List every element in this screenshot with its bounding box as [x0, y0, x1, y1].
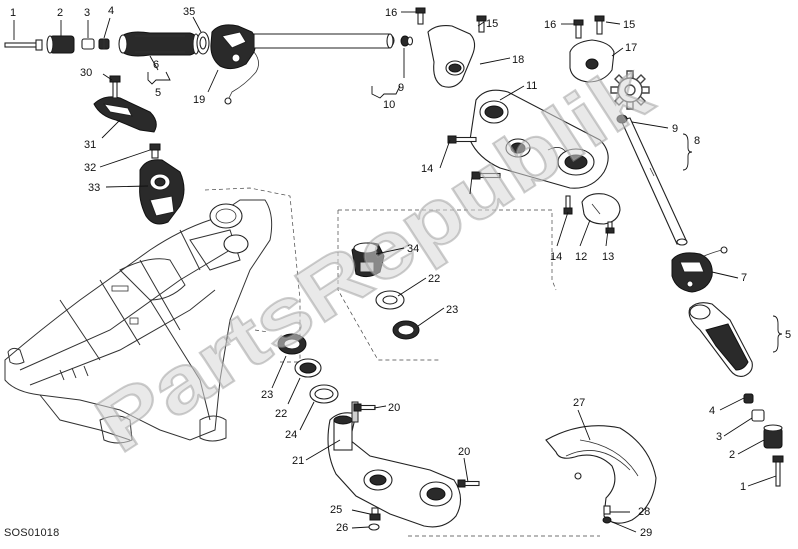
label-32: 32 [84, 162, 96, 174]
race-24 [309, 384, 339, 404]
label-1-right: 1 [740, 481, 746, 493]
throttle-7 [671, 246, 728, 293]
clamp-12 [581, 193, 621, 234]
insert-4-left [98, 38, 110, 50]
label-22-lower: 22 [275, 408, 287, 420]
bracket-31 [93, 75, 157, 133]
label-23-upper: 23 [446, 304, 458, 316]
label-11: 11 [526, 80, 537, 92]
label-16-left: 16 [385, 7, 397, 19]
drawing-code: SOS01018 [4, 527, 60, 539]
washer-22-upper [375, 290, 405, 310]
label-20-upper: 20 [388, 402, 400, 414]
bolt-20-lower [457, 479, 480, 488]
leader-lines [13, 11, 783, 533]
label-2-right: 2 [729, 449, 735, 461]
bolt-14-c [563, 195, 573, 215]
right-bar-end-parts [743, 393, 784, 487]
label-18: 18 [512, 54, 524, 66]
label-3-right: 3 [716, 431, 722, 443]
label-3-left: 3 [84, 7, 90, 19]
clamp-17 [569, 15, 615, 83]
label-8: 8 [694, 135, 700, 147]
clamp-18 [415, 7, 487, 88]
seal-22-lower [294, 358, 322, 378]
label-5-left: 5 [155, 87, 161, 99]
label-19: 19 [193, 94, 205, 106]
bolt-14-a [447, 135, 477, 144]
bolt-32 [149, 143, 161, 159]
label-20-lower: 20 [458, 446, 470, 458]
label-35: 35 [183, 6, 195, 18]
label-29: 29 [640, 527, 652, 539]
label-21: 21 [292, 455, 304, 467]
gear-icon [610, 70, 650, 110]
right-handlebar-tube [616, 114, 688, 246]
label-28: 28 [638, 506, 650, 518]
label-9-left: 9 [398, 82, 404, 94]
bearing-23-upper [392, 320, 420, 340]
label-34: 34 [407, 243, 419, 255]
label-22-upper: 22 [428, 273, 440, 285]
label-17: 17 [625, 42, 637, 54]
bolt-25 [369, 507, 381, 521]
grip-6-left [118, 31, 200, 57]
label-12: 12 [575, 251, 587, 263]
guide-steering-box [337, 209, 557, 361]
main-frame [4, 199, 273, 444]
bolt-20-upper [353, 403, 376, 412]
label-33: 33 [88, 182, 100, 194]
label-6-left: 6 [153, 59, 159, 71]
label-7: 7 [741, 272, 747, 284]
lower-triple-clamp-21 [327, 401, 462, 528]
insert-4-right [743, 393, 754, 404]
grip-5-right [688, 302, 753, 377]
label-27: 27 [573, 397, 585, 409]
label-1-left: 1 [10, 7, 16, 19]
label-14-a: 14 [421, 163, 433, 175]
guard-27 [545, 425, 657, 524]
label-14-b: 14 [550, 251, 562, 263]
upper-triple-clamp-11 [469, 89, 609, 189]
label-9-right: 9 [672, 123, 678, 135]
switch-19-left [210, 24, 259, 105]
label-4-right: 4 [709, 405, 715, 417]
label-16-right: 16 [544, 19, 556, 31]
label-15-left: 15 [486, 18, 498, 30]
label-13: 13 [602, 251, 614, 263]
label-2-left: 2 [57, 7, 63, 19]
guide-frame-top [204, 187, 301, 370]
label-5-right: 5 [785, 329, 791, 341]
label-15-right: 15 [623, 19, 635, 31]
handlebar-tube-10 [253, 33, 395, 49]
plug-9-left [400, 35, 414, 47]
label-4-left: 4 [108, 5, 114, 17]
spacer-3-left [81, 38, 95, 50]
label-23-lower: 23 [261, 389, 273, 401]
left-handlebar-assembly [4, 24, 414, 105]
bar-end-weight-2-right [763, 424, 783, 449]
steering-stem-bolt-34 [351, 242, 385, 278]
bearing-23-lower [277, 333, 307, 355]
spacer-3-right [751, 409, 765, 422]
ignition-switch-33 [139, 159, 185, 225]
bolt-1-right [772, 455, 784, 487]
washer-26 [368, 523, 380, 531]
label-25: 25 [330, 504, 342, 516]
label-31: 31 [84, 139, 96, 151]
callout-labels: 1 2 3 4 35 6 5 19 16 15 18 9 10 16 15 17… [10, 5, 791, 539]
label-10: 10 [383, 99, 395, 111]
label-26: 26 [336, 522, 348, 534]
bolt-14-b [471, 171, 501, 180]
ring-35 [196, 31, 210, 55]
bolt-1-left [4, 39, 43, 51]
label-30: 30 [80, 67, 92, 79]
bar-end-weight-2-left [46, 35, 75, 54]
label-24: 24 [285, 429, 297, 441]
